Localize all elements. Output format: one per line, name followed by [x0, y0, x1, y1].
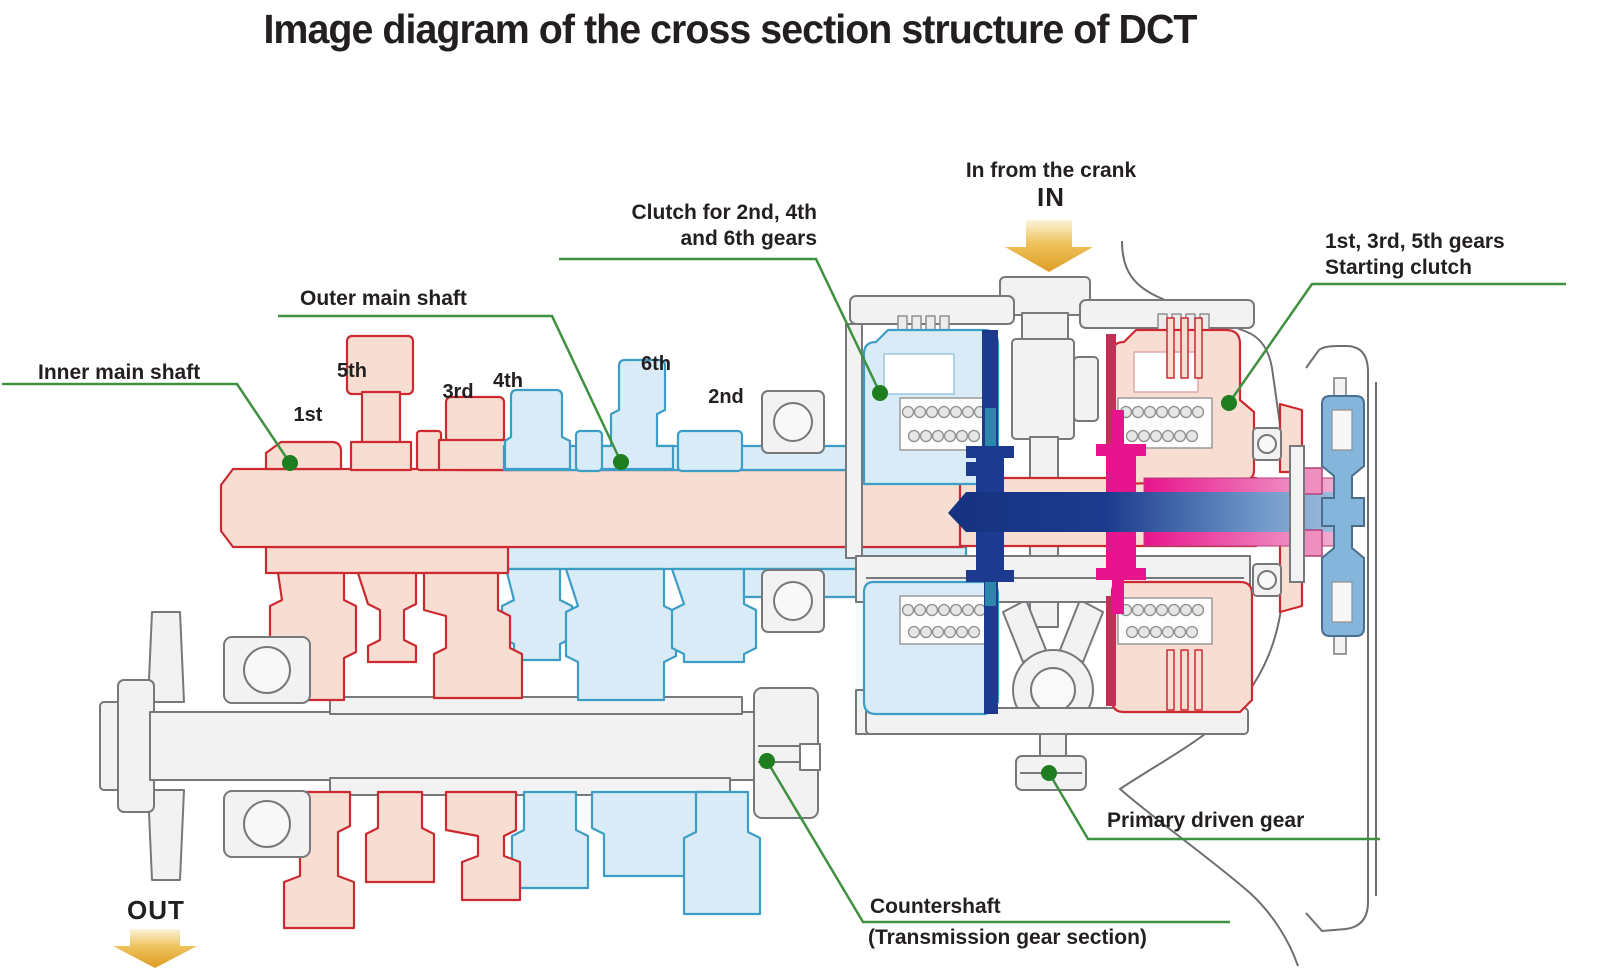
damper-flywheel — [1289, 377, 1365, 655]
gear-label-6th: 6th — [641, 353, 671, 375]
primary-driven-gear-label: Primary driven gear — [1107, 809, 1305, 832]
out-arrow-icon — [113, 929, 197, 968]
in-arrow-icon — [1005, 220, 1093, 272]
countershaft-label-line2: (Transmission gear section) — [868, 926, 1147, 949]
countershaft — [99, 611, 821, 881]
clutch-2-4-6 — [862, 315, 1014, 716]
odd-gears-countershaft-side — [264, 545, 524, 930]
clutch-246-line2: and 6th gears — [680, 227, 817, 250]
even-gears-countershaft-side — [500, 545, 968, 916]
out-label: OUT — [127, 895, 185, 925]
bearings — [223, 390, 1282, 858]
leader-dots — [282, 385, 1237, 781]
gear-label-3rd: 3rd — [442, 381, 474, 403]
gear-label-5th: 5th — [337, 360, 367, 382]
navy-actuator-2-4-6 — [966, 330, 1014, 714]
inner-main-shaft-label: Inner main shaft — [38, 361, 201, 384]
clutch-246-line1: Clutch for 2nd, 4th — [631, 201, 818, 224]
clutch-135-line2: Starting clutch — [1325, 256, 1473, 279]
in-label: IN — [1037, 182, 1065, 212]
countershaft-label-line1: Countershaft — [870, 895, 1001, 918]
in-from-crank-label: In from the crank — [965, 159, 1137, 182]
page-title: Image diagram of the cross section struc… — [263, 6, 1197, 52]
gear-label-2nd: 2nd — [708, 386, 744, 408]
gear-label-1st: 1st — [293, 404, 323, 426]
clutch-246-label: Clutch for 2nd, 4th and 6th gears — [545, 200, 818, 252]
clutch-135-line1: 1st, 3rd, 5th gears — [1325, 230, 1505, 253]
inner-shaft-core — [948, 492, 1344, 532]
outer-main-shaft-label: Outer main shaft — [300, 287, 467, 310]
gear-label-4th: 4th — [493, 370, 523, 392]
leader-lines — [2, 257, 1566, 924]
